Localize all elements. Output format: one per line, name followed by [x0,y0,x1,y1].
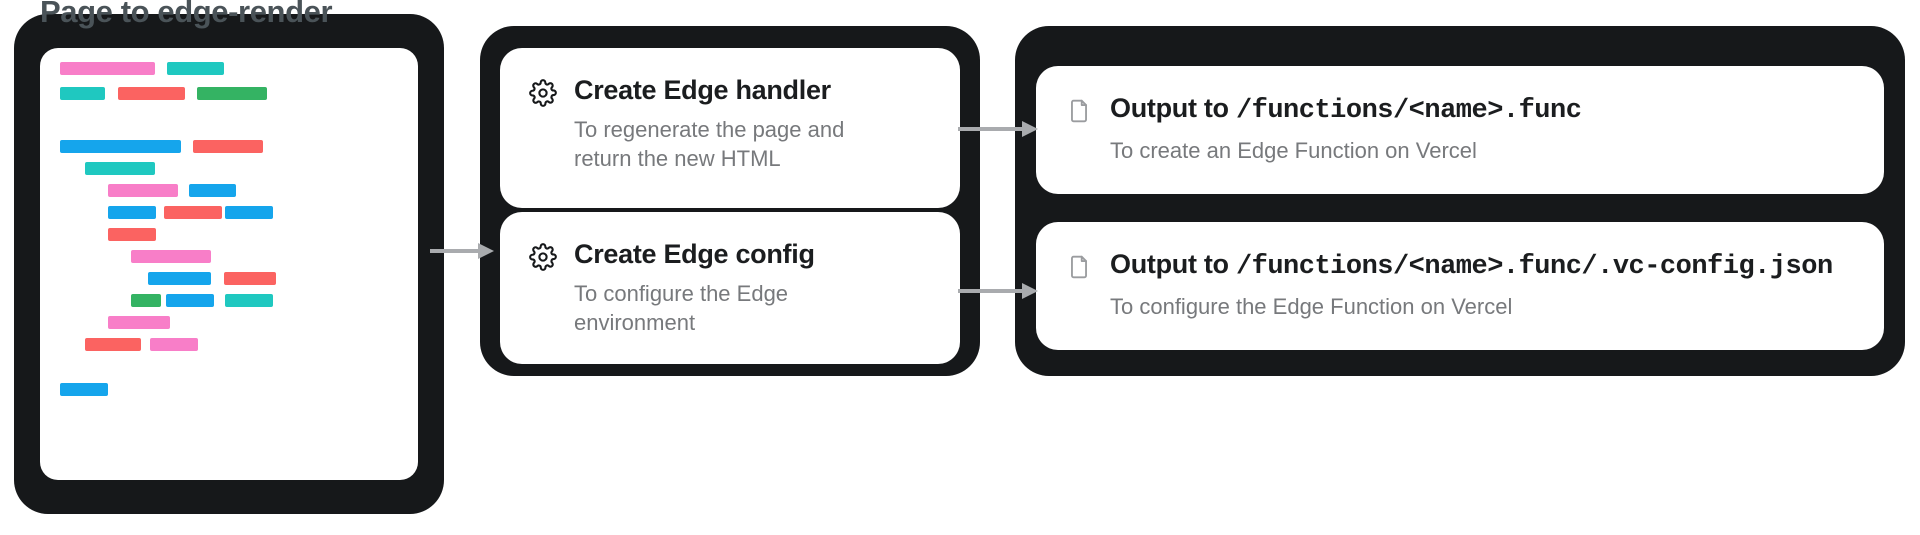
code-bar [189,184,236,197]
code-bar [164,206,222,219]
output-title-path: /functions/<name>.func [1235,96,1582,126]
code-bar [108,184,178,197]
arrow-handler-to-output-func [958,118,1040,140]
step-card-body: Create Edge config To configure the Edge… [574,238,932,337]
step-card-body: Create Edge handler To regenerate the pa… [574,74,932,173]
gear-icon [526,240,560,274]
code-bar [131,294,161,307]
output-card-vc-config[interactable]: Output to /functions/<name>.func/.vc-con… [1036,222,1884,350]
output-card-subtitle: To configure the Edge Function on Vercel [1110,294,1513,320]
step-card-title: Create Edge handler [574,75,831,105]
output-card-title: Output to /functions/<name>.func/.vc-con… [1110,248,1856,283]
code-bar [85,162,155,175]
code-bar [85,338,141,351]
diagram-title: Page to edge-render [40,0,333,29]
code-bar [108,316,170,329]
code-bar [224,272,276,285]
code-bar [150,338,198,351]
step-card-create-edge-config[interactable]: Create Edge config To configure the Edge… [500,212,960,364]
code-bar [193,140,263,153]
step-card-subtitle: To configure the Edge environment [574,281,789,336]
code-bar [60,62,155,75]
code-bar-list [40,48,418,480]
output-card-subtitle: To create an Edge Function on Vercel [1110,138,1477,164]
code-bar [148,272,211,285]
output-card-body: Output to /functions/<name>.func To crea… [1110,92,1856,165]
code-bar [108,228,156,241]
output-card-edge-function[interactable]: Output to /functions/<name>.func To crea… [1036,66,1884,194]
code-bar [60,383,108,396]
code-bar [167,62,224,75]
code-bar [60,140,181,153]
step-card-subtitle: To regenerate the page and return the ne… [574,117,845,172]
code-bar [118,87,185,100]
output-title-prefix: Output to [1110,249,1236,279]
output-card-title: Output to /functions/<name>.func [1110,92,1856,127]
arrow-source-to-steps [430,240,496,262]
code-bar [60,87,105,100]
step-card-create-edge-handler[interactable]: Create Edge handler To regenerate the pa… [500,48,960,208]
code-bar [225,206,273,219]
file-icon [1062,250,1096,284]
arrow-config-to-output-config [958,280,1040,302]
output-title-path: /functions/<name>.func/.vc-config.json [1235,252,1833,282]
file-icon [1062,94,1096,128]
code-bar [108,206,156,219]
code-bar [197,87,267,100]
code-bar [166,294,214,307]
gear-icon [526,76,560,110]
code-block-illustration [40,48,418,480]
step-card-title: Create Edge config [574,239,815,269]
code-bar [225,294,273,307]
code-bar [131,250,211,263]
output-card-body: Output to /functions/<name>.func/.vc-con… [1110,248,1856,321]
output-title-prefix: Output to [1110,93,1236,123]
